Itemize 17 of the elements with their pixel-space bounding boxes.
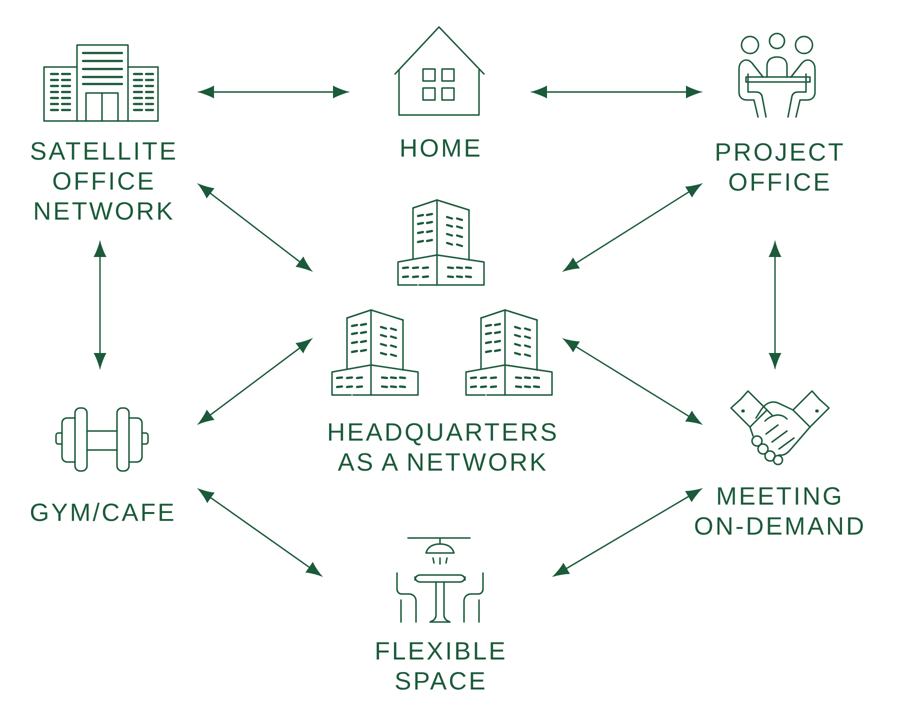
node-label: GYM/CAFE: [30, 502, 174, 522]
double-arrow: [564, 184, 702, 272]
node-label: MEETING ON-DEMAND: [695, 487, 863, 535]
double-arrow: [564, 338, 702, 424]
node-label: SATELLITE OFFICE NETWORK: [31, 142, 175, 220]
double-arrow: [94, 242, 106, 368]
double-arrow: [199, 86, 348, 98]
node-label: HEADQUARTERS AS A NETWORK: [329, 423, 556, 471]
node-label: HOME: [402, 139, 480, 157]
double-arrow: [769, 242, 781, 368]
double-arrow: [532, 86, 701, 98]
double-arrow: [198, 488, 322, 576]
node-label: PROJECT OFFICE: [716, 143, 843, 191]
double-arrow: [198, 339, 312, 424]
double-arrow: [198, 184, 312, 271]
double-arrow: [554, 488, 702, 576]
node-label: FLEXIBLE SPACE: [376, 642, 504, 690]
